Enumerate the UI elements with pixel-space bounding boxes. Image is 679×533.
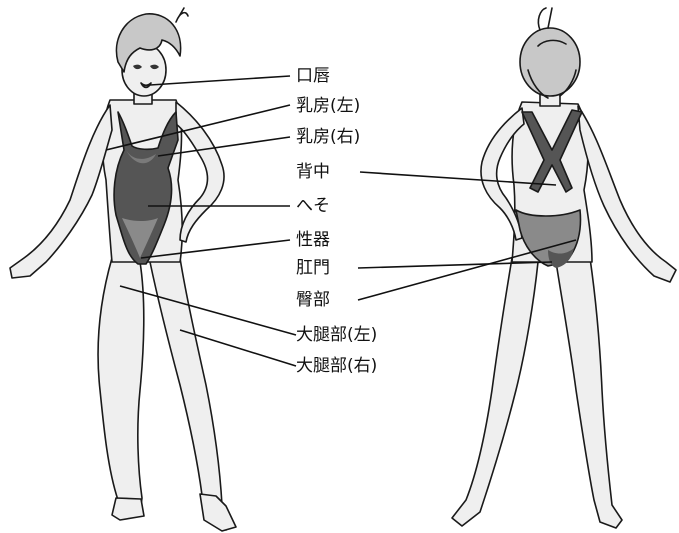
label-breast-left: 乳房(左) xyxy=(296,96,360,116)
front-right-shoe xyxy=(200,494,236,531)
front-left-leg xyxy=(98,258,144,513)
front-left-shoe xyxy=(112,498,144,520)
back-right-arm xyxy=(578,106,676,282)
back-hair-tuft xyxy=(538,8,552,30)
label-breast-right: 乳房(右) xyxy=(296,127,360,147)
label-genitals: 性器 xyxy=(296,230,330,250)
label-lips: 口唇 xyxy=(296,66,330,86)
pointer-lips xyxy=(150,76,290,85)
front-hair-tuft xyxy=(176,8,188,22)
label-back: 背中 xyxy=(296,162,330,182)
back-right-leg xyxy=(556,258,622,528)
label-buttocks: 臀部 xyxy=(296,290,330,310)
back-left-leg xyxy=(452,258,538,526)
front-figure xyxy=(10,8,236,531)
back-head xyxy=(520,28,580,96)
label-thigh-right: 大腿部(右) xyxy=(296,356,377,376)
front-right-leg xyxy=(150,258,232,530)
label-navel: へそ xyxy=(296,196,330,216)
label-anus: 肛門 xyxy=(296,258,330,278)
front-left-arm xyxy=(10,105,112,278)
back-figure xyxy=(452,8,676,528)
pointer-buttocks xyxy=(358,240,576,300)
label-thigh-left: 大腿部(左) xyxy=(296,325,377,345)
pointer-thigh-left xyxy=(120,286,296,335)
